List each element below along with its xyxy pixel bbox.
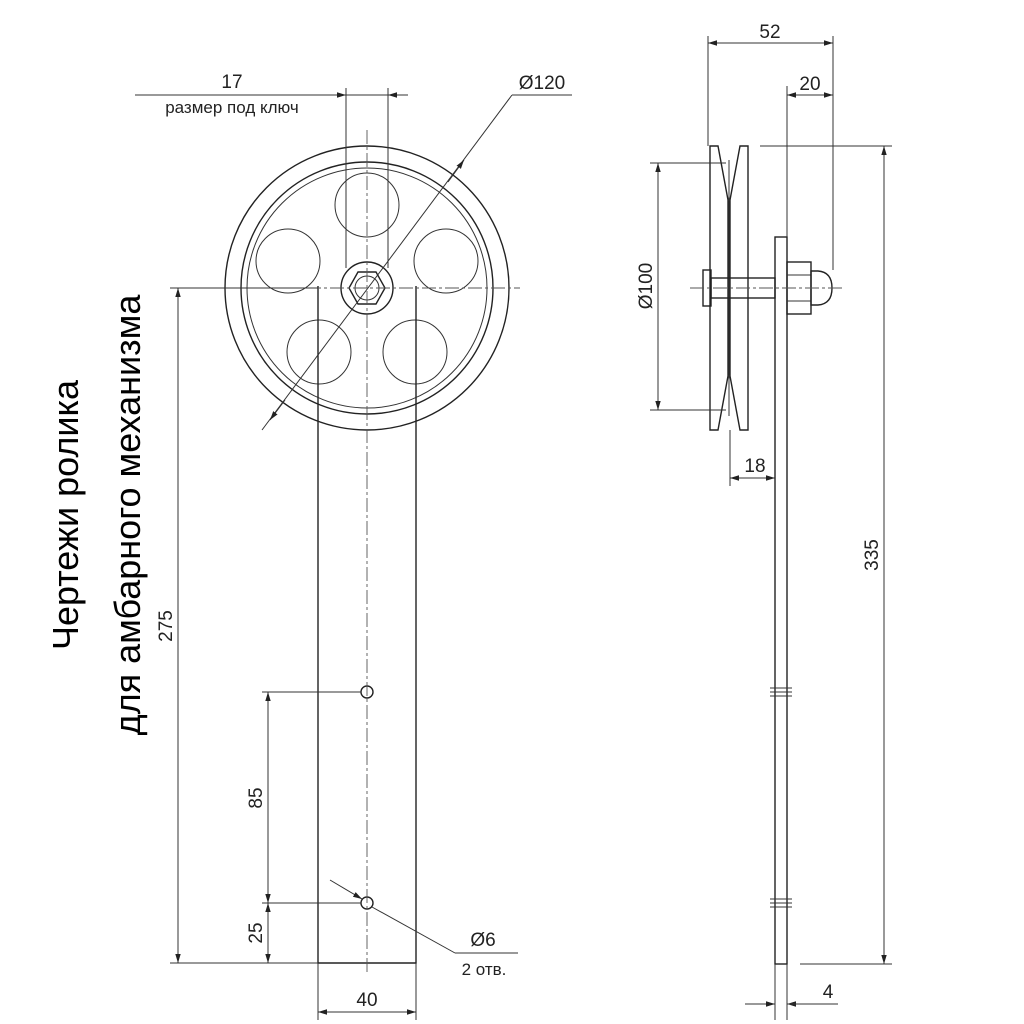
spoke-hole	[413, 228, 479, 294]
drawing-title: Чертежи ролика для амбарного механизма	[45, 294, 148, 736]
dim-height-to-axle: 275	[156, 610, 177, 642]
dim-hole-diameter: Ø6	[470, 930, 495, 951]
spoke-hole	[382, 319, 448, 385]
hole-leader	[371, 906, 456, 954]
dim-hole-spacing: 85	[246, 787, 267, 808]
dim-wrench-size: 17	[221, 72, 242, 93]
dim-overall-height: 335	[862, 539, 883, 571]
wrench-size-label: размер под ключ	[165, 98, 299, 117]
dim-strap-width: 40	[356, 990, 377, 1011]
dim-groove-diameter: Ø100	[636, 263, 657, 309]
hole-count: 2 отв.	[462, 960, 507, 979]
side-strap	[774, 236, 788, 965]
side-view	[690, 145, 845, 965]
dim-wheel-width: 18	[744, 456, 765, 477]
spoke-hole	[286, 319, 352, 385]
dim-wheel-diameter: Ø120	[519, 73, 565, 94]
dim-strap-thickness: 4	[823, 982, 834, 1003]
side-dimensions: 52 20 Ø100 18 335 4	[636, 22, 892, 1020]
spoke-hole	[255, 228, 321, 294]
front-dimensions: 17 размер под ключ Ø120 275 85 25 Ø6 2 о…	[135, 72, 572, 1020]
front-view	[215, 130, 520, 972]
title-line-1: Чертежи ролика	[45, 379, 86, 650]
dim-hole-from-bottom: 25	[246, 922, 267, 943]
diameter-leader	[261, 94, 513, 431]
title-line-2: для амбарного механизма	[107, 294, 148, 736]
dim-bolt-projection: 20	[799, 74, 820, 95]
dim-overall-depth: 52	[759, 22, 780, 43]
